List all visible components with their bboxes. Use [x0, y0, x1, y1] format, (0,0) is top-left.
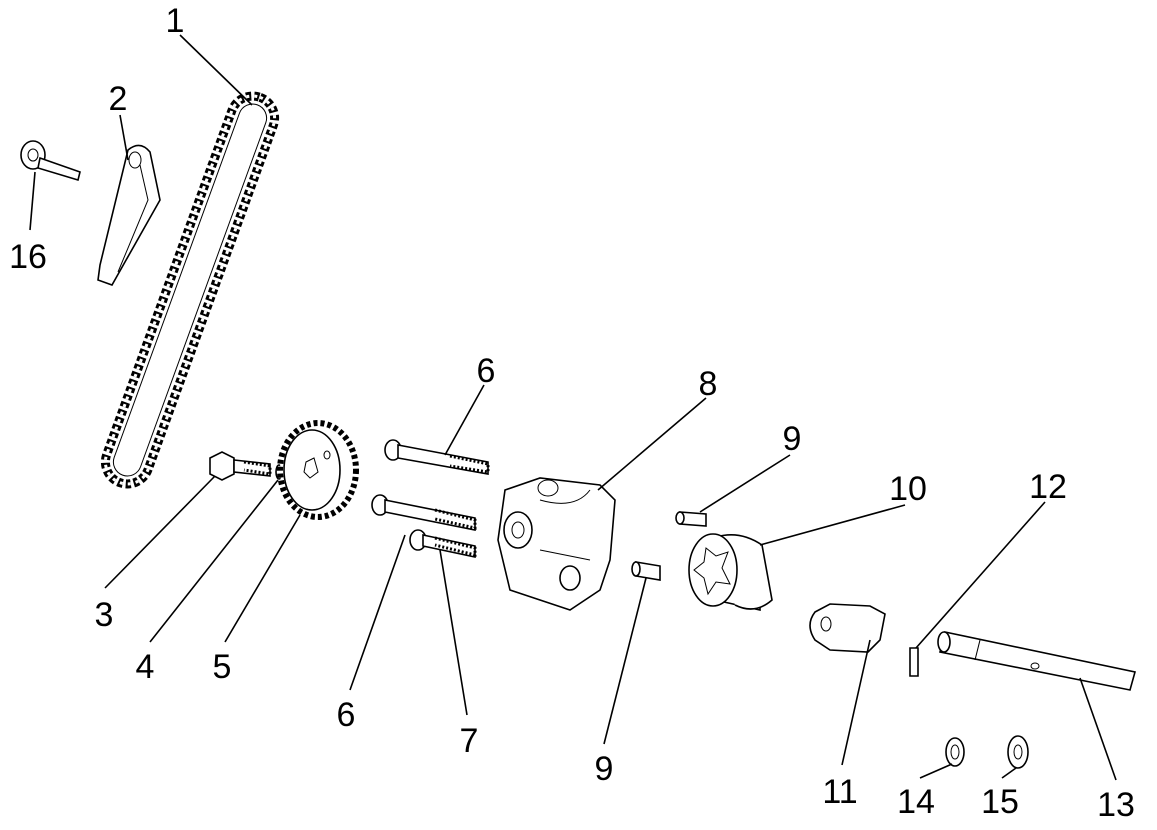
callout-3: 3 [95, 596, 114, 634]
callout-8: 8 [699, 365, 718, 403]
thrust-washer [1007, 735, 1029, 769]
timing-chain [100, 91, 280, 489]
outer-rotor [688, 533, 773, 611]
callout-12: 12 [1029, 468, 1067, 506]
callout-labels: 1 2 16 6 8 9 10 12 3 4 5 6 7 9 11 14 15 … [9, 2, 1135, 824]
chain-guide [97, 144, 161, 286]
guide-bolt [20, 140, 81, 182]
callout-15: 15 [981, 783, 1019, 821]
circlip [945, 737, 965, 767]
callout-16: 16 [9, 238, 47, 276]
dowel-pin-upper [675, 511, 707, 527]
callout-13: 13 [1097, 786, 1135, 824]
callout-1: 1 [166, 2, 185, 40]
callout-7: 7 [460, 722, 479, 760]
callout-14: 14 [897, 783, 935, 821]
dowel-pin-lower [631, 561, 661, 581]
callout-5: 5 [213, 648, 232, 686]
inner-rotor [809, 603, 886, 653]
callout-6-upper: 6 [477, 352, 496, 390]
leader-lines [29, 34, 1117, 781]
callout-10: 10 [889, 470, 927, 508]
oil-pump-body [497, 477, 616, 611]
oil-pump-sprocket [277, 420, 359, 520]
sprocket-bolt [209, 451, 272, 481]
drive-pin [909, 647, 919, 677]
callout-4: 4 [136, 648, 155, 686]
callout-6-lower: 6 [337, 696, 356, 734]
pump-bolt-upper [384, 439, 490, 475]
pump-bolt-short [409, 529, 477, 558]
callout-2: 2 [109, 80, 128, 118]
pump-bolt-middle [371, 494, 477, 531]
pump-shaft [937, 631, 1136, 691]
callout-9-lower: 9 [595, 750, 614, 788]
callout-11: 11 [822, 773, 857, 811]
callout-9-upper: 9 [783, 420, 802, 458]
